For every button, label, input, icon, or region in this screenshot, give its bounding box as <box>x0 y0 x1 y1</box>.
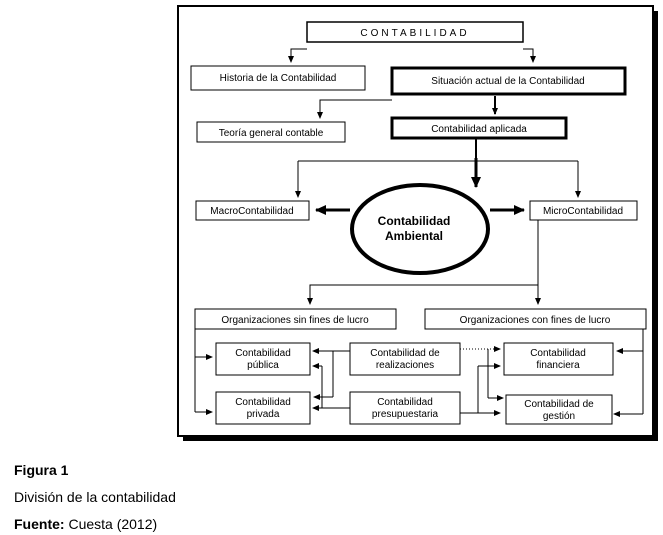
box-sin-fines: Organizaciones sin fines de lucro <box>194 308 397 330</box>
svg-text:Organizaciones sin fines de lu: Organizaciones sin fines de lucro <box>221 315 369 326</box>
ellipse-ambiental: Contabilidad Ambiental <box>350 183 490 275</box>
accounting-division-diagram: CONTABILIDAD Historia de la Contabilidad… <box>177 5 658 441</box>
svg-text:Contabilidad: Contabilidad <box>235 348 291 359</box>
svg-text:gestión: gestión <box>543 411 575 422</box>
box-privada: Contabilidad privada <box>215 391 311 425</box>
svg-text:Contabilidad de: Contabilidad de <box>370 348 440 359</box>
box-teoria: Teoría general contable <box>196 121 346 143</box>
svg-text:privada: privada <box>247 409 280 420</box>
box-presupuestaria: Contabilidad presupuestaria <box>349 391 461 425</box>
box-publica: Contabilidad pública <box>215 342 311 376</box>
svg-text:presupuestaria: presupuestaria <box>372 409 439 420</box>
box-micro: MicroContabilidad <box>529 200 638 221</box>
box-historia: Historia de la Contabilidad <box>190 65 366 91</box>
svg-text:CONTABILIDAD: CONTABILIDAD <box>360 28 469 39</box>
box-aplicada: Contabilidad aplicada <box>390 116 568 140</box>
svg-text:pública: pública <box>247 360 279 371</box>
svg-text:MicroContabilidad: MicroContabilidad <box>543 206 623 217</box>
svg-text:Contabilidad: Contabilidad <box>235 397 291 408</box>
svg-text:Historia de la Contabilidad: Historia de la Contabilidad <box>220 73 337 84</box>
box-realizaciones: Contabilidad de realizaciones <box>349 342 461 376</box>
svg-text:financiera: financiera <box>536 360 580 371</box>
svg-text:Teoría general contable: Teoría general contable <box>219 128 324 139</box>
svg-text:Contabilidad: Contabilidad <box>378 214 451 228</box>
svg-text:Contabilidad de: Contabilidad de <box>524 399 594 410</box>
source-label: Fuente: <box>14 516 65 532</box>
svg-text:Contabilidad: Contabilidad <box>530 348 586 359</box>
box-con-fines: Organizaciones con fines de lucro <box>424 308 647 330</box>
figure-source: Fuente: Cuesta (2012) <box>14 516 157 532</box>
box-macro: MacroContabilidad <box>195 200 310 221</box>
figure-description: División de la contabilidad <box>14 489 176 505</box>
svg-text:Ambiental: Ambiental <box>385 229 443 243</box>
svg-text:Contabilidad aplicada: Contabilidad aplicada <box>431 124 527 135</box>
svg-text:MacroContabilidad: MacroContabilidad <box>210 206 293 217</box>
svg-text:Situación actual de la Contabi: Situación actual de la Contabilidad <box>431 76 584 87</box>
source-text: Cuesta (2012) <box>64 516 158 532</box>
box-contabilidad: CONTABILIDAD <box>306 21 524 43</box>
svg-text:Contabilidad: Contabilidad <box>377 397 433 408</box>
svg-text:Organizaciones con fines de lu: Organizaciones con fines de lucro <box>460 315 611 326</box>
svg-text:realizaciones: realizaciones <box>376 360 434 371</box>
connectors <box>194 48 644 417</box>
box-financiera: Contabilidad financiera <box>503 342 614 376</box>
box-situacion: Situación actual de la Contabilidad <box>390 66 627 96</box>
box-gestion: Contabilidad de gestión <box>505 394 613 425</box>
figure-label: Figura 1 <box>14 462 69 478</box>
